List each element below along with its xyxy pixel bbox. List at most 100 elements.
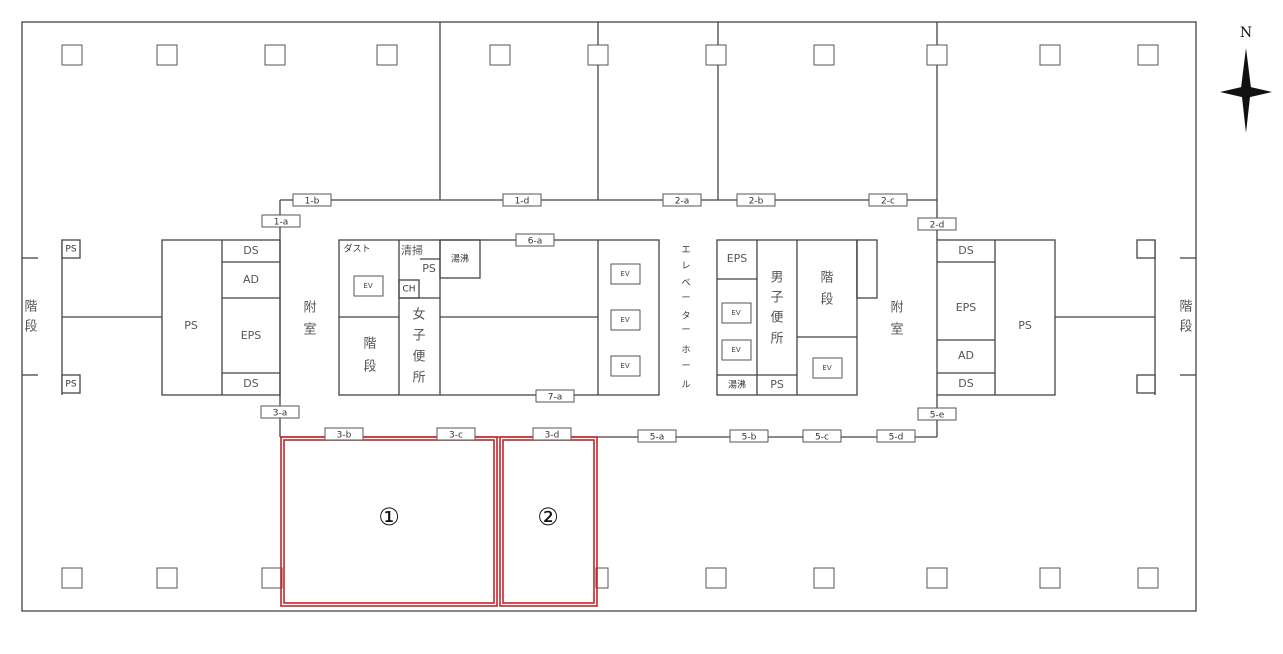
svg-text:段: 段 [820,293,833,308]
door-3-c: 3-c [436,427,476,441]
door-3-b: 3-b [324,427,364,441]
door-label: 6-a [528,237,543,247]
svg-text:ル: ル [681,381,690,391]
door-label: 2-b [749,197,764,207]
elevator-hall-label: エ レ ベ ー タ ー ホ ー ル [681,246,690,391]
door-label: 1-d [515,197,530,207]
door-2-d: 2-d [917,217,957,231]
door-5-e: 5-e [917,407,957,421]
svg-text:EV: EV [620,362,629,370]
highlighted-area-2[interactable]: ② [499,436,598,607]
svg-text:ホ: ホ [681,345,690,356]
door-labels: 1-a 1-b 1-d 2-a 2-b 2-c 2-d 3-a 3-b 3-c 3-d 5-a 5-b 5… [260,193,957,443]
door-label: 2-c [881,197,895,207]
svg-text:DS: DS [958,244,973,257]
svg-text:AD: AD [243,273,259,286]
door-5-b: 5-b [729,429,769,443]
svg-text:子: 子 [412,329,425,344]
svg-text:所: 所 [770,332,783,347]
svg-text:EV: EV [731,346,740,354]
structural-columns [61,44,1159,589]
door-label: 5-e [930,411,945,421]
door-label: 1-b [305,197,320,207]
door-5-a: 5-a [637,429,677,443]
anteroom-label: 室 [303,322,316,338]
area-number: ② [537,503,559,531]
svg-text:階: 階 [820,271,833,286]
svg-text:ベ: ベ [681,279,690,289]
svg-text:EV: EV [731,309,740,317]
svg-text:清掃: 清掃 [401,243,423,257]
door-label: 5-d [889,433,904,443]
svg-text:便: 便 [770,311,783,326]
door-label: 5-c [815,433,829,443]
svg-text:EV: EV [822,364,831,372]
door-label: 2-a [675,197,690,207]
door-label: 1-a [274,218,289,228]
svg-text:湯沸: 湯沸 [728,379,746,391]
door-label: 3-d [545,431,560,441]
svg-text:CH: CH [402,285,415,295]
door-2-b: 2-b [736,193,776,207]
highlighted-area-1[interactable]: ① [280,436,498,607]
door-5-d: 5-d [876,429,916,443]
door-5-c: 5-c [802,429,842,443]
svg-text:EV: EV [620,270,629,278]
svg-text:PS: PS [770,378,784,391]
svg-text:PS: PS [184,319,198,332]
anteroom-label: 附 [890,301,903,316]
door-label: 3-b [337,431,352,441]
stairs-label: 段 [24,320,37,335]
center-core-right: EPS 男 子 便 所 階 段 湯沸 PS EV EV EV [716,239,878,396]
svg-text:湯沸: 湯沸 [451,253,469,265]
svg-text:子: 子 [770,291,783,306]
svg-text:エ: エ [681,246,690,256]
svg-text:EV: EV [363,282,372,290]
north-compass-icon: N [1220,25,1272,133]
center-core-left: ダスト 清掃 PS CH 湯沸 階 段 女 子 便 所 EV EV EV EV [338,239,660,396]
door-label: 7-a [548,393,563,403]
svg-text:便: 便 [412,350,425,365]
outer-wall [21,21,1197,612]
ps-label: PS [65,245,76,255]
svg-text:ー: ー [681,294,690,304]
ps-label: PS [65,380,76,390]
interior-walls [22,22,1196,438]
door-7-a: 7-a [535,389,575,403]
door-label: 3-a [273,409,288,419]
door-2-c: 2-c [868,193,908,207]
svg-text:レ: レ [681,262,690,272]
left-shaft-block: PS DS AD EPS DS [161,239,281,396]
svg-text:タ: タ [681,311,690,322]
door-label: 2-d [930,221,945,231]
svg-text:階: 階 [363,337,376,352]
door-label: 5-b [742,433,757,443]
door-1-a: 1-a [261,214,301,228]
anteroom-label: 附 [303,301,316,316]
svg-text:所: 所 [412,371,425,386]
svg-text:EPS: EPS [727,252,748,265]
door-6-a: 6-a [515,233,555,247]
svg-text:ー: ー [681,326,690,336]
svg-text:男: 男 [770,271,783,286]
door-1-b: 1-b [292,193,332,207]
stairs-label: 階 [24,300,37,315]
door-label: 3-c [449,431,463,441]
svg-text:段: 段 [363,360,376,375]
svg-text:AD: AD [958,349,974,362]
svg-text:EPS: EPS [241,329,262,342]
right-shaft-block: PS DS EPS AD DS [936,239,1056,396]
svg-text:DS: DS [958,377,973,390]
svg-text:N: N [1240,25,1252,41]
door-label: 5-a [650,433,665,443]
stairs-label: 階 [1179,300,1192,315]
stairs-label: 段 [1179,320,1192,335]
svg-text:ダスト: ダスト [343,243,370,255]
door-3-a: 3-a [260,405,300,419]
anteroom-label: 室 [890,322,903,338]
svg-text:PS: PS [1018,319,1032,332]
svg-text:ー: ー [681,362,690,372]
svg-text:EPS: EPS [956,301,977,314]
area-number: ① [378,503,400,531]
